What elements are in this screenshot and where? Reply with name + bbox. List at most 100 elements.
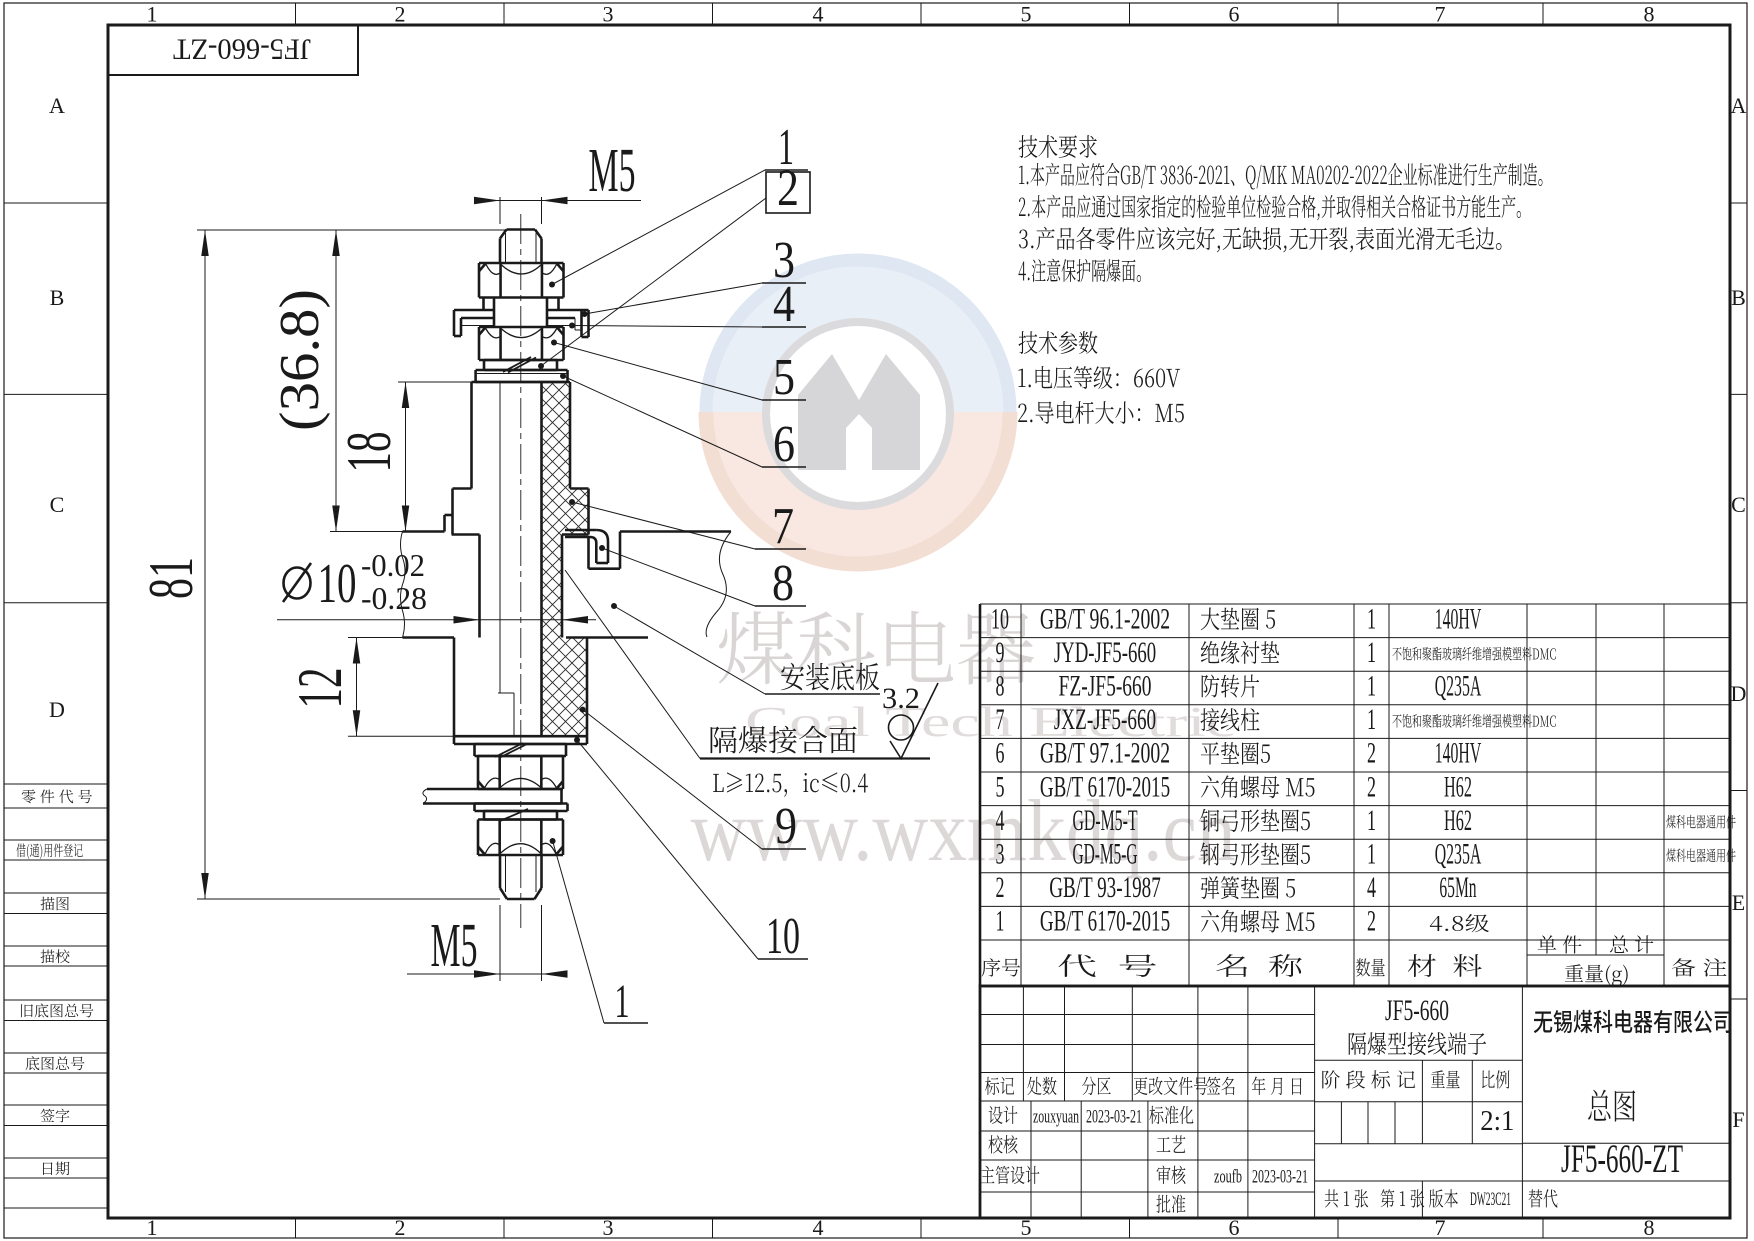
- balloon-10: 10: [766, 908, 800, 965]
- bom-qty: 2: [1367, 770, 1376, 803]
- revision-header: [1133, 1076, 1208, 1096]
- dim-ref-height: (36.8): [269, 289, 331, 431]
- revision-header: [985, 1076, 1015, 1095]
- bom-qty: 1: [1367, 804, 1376, 837]
- zone-right-B: B: [1731, 285, 1746, 310]
- bom-header-name: [1216, 954, 1302, 977]
- bom-material: [1392, 646, 1556, 661]
- zone-bottom-8: 8: [1644, 1215, 1655, 1240]
- revision-header: [1206, 1076, 1235, 1096]
- product-code: JF5-660: [1385, 994, 1449, 1027]
- bom-name: [1200, 909, 1315, 933]
- dim-diameter: 10: [318, 553, 357, 615]
- dim-bottom-thread: M5: [431, 912, 478, 980]
- revision-header: [1027, 1076, 1057, 1096]
- bom-no: 7: [996, 703, 1005, 736]
- zone-left-D: D: [49, 697, 65, 722]
- zone-left-B: B: [50, 285, 65, 310]
- drawing-number: JF5-660-ZT: [1561, 1136, 1683, 1181]
- bom-name: [1200, 640, 1280, 664]
- bom-no: 3: [996, 838, 1005, 871]
- bom-code: JXZ-JF5-660: [1054, 703, 1156, 736]
- bom-no: 10: [991, 602, 1009, 635]
- bom-material: 140HV: [1435, 602, 1482, 635]
- role-process: [1156, 1135, 1186, 1153]
- revision-header: [1081, 1076, 1111, 1096]
- zone-bottom-2: 2: [395, 1215, 406, 1240]
- bom-no: 9: [996, 636, 1005, 669]
- bom-no: 6: [996, 737, 1005, 770]
- product-name: [1348, 1031, 1487, 1055]
- tech-req-item: [1018, 194, 1521, 221]
- dim-dia-tol-upper: -0.02: [361, 547, 425, 583]
- zone-right-E: E: [1732, 890, 1745, 915]
- tech-req-item: [1018, 226, 1502, 253]
- tech-req-item: [1018, 258, 1141, 283]
- stage-mark-label: [1322, 1070, 1416, 1089]
- bom-name: [1200, 607, 1276, 631]
- view-title: [1588, 1089, 1636, 1122]
- margin-block-label: [40, 949, 70, 964]
- dim-upper-height: 18: [333, 432, 404, 473]
- company-name: [1533, 1009, 1731, 1034]
- revision-header: [1251, 1076, 1302, 1096]
- role-check: [988, 1135, 1018, 1154]
- zone-bottom-4: 4: [813, 1215, 824, 1240]
- margin-block-label: [25, 1056, 85, 1071]
- replace-label: [1528, 1189, 1558, 1208]
- zone-left-A: A: [49, 93, 65, 118]
- bom-qty: 1: [1367, 670, 1376, 703]
- roughness-value: 3.2: [882, 682, 920, 715]
- bom-material: Q235A: [1435, 838, 1482, 871]
- zone-right-D: D: [1731, 681, 1747, 706]
- design-date: 2023-03-21: [1086, 1107, 1142, 1128]
- margin-block-label: [16, 843, 83, 860]
- dim-top-thread: M5: [589, 137, 636, 205]
- zone-top-8: 8: [1644, 2, 1655, 27]
- balloon-8: 8: [772, 555, 794, 612]
- zone-right-C: C: [1731, 492, 1746, 517]
- role-approve: [1156, 1194, 1186, 1214]
- balloon-4: 4: [773, 276, 795, 333]
- zone-right-A: A: [1731, 93, 1747, 118]
- roughness-symbol: [887, 682, 939, 761]
- scale-label: [1482, 1070, 1510, 1089]
- balloon-6: 6: [773, 416, 795, 473]
- bom-material: 140HV: [1435, 737, 1482, 770]
- zone-bottom-3: 3: [603, 1215, 614, 1240]
- zone-bottom-7: 7: [1435, 1215, 1446, 1240]
- diameter-symbol: [281, 562, 313, 603]
- sheets-total: [1324, 1189, 1369, 1208]
- bom-qty: 1: [1367, 636, 1376, 669]
- bom-header-qty: [1356, 958, 1385, 977]
- audit-date: 2023-03-21: [1252, 1167, 1308, 1188]
- bom-header-remark: [1671, 958, 1727, 977]
- watermark-url: www.wxmkdq.cn: [691, 783, 1236, 880]
- bom-no: 5: [996, 770, 1005, 803]
- bom-no: 8: [996, 670, 1005, 703]
- balloon-bottom-1: 1: [615, 975, 630, 1028]
- bom-header-weight: [1564, 964, 1628, 987]
- tech-req-item: [1019, 162, 1543, 190]
- role-standard: [1149, 1105, 1194, 1125]
- bom-header-total: [1609, 935, 1654, 954]
- zone-left-C: C: [50, 492, 65, 517]
- bom-no: 2: [996, 871, 1005, 904]
- tech-param-title: [1018, 331, 1098, 354]
- bom-code: JYD-JF5-660: [1054, 636, 1156, 669]
- mounting-plate-label: [781, 662, 880, 691]
- dim-lower-height: 12: [284, 668, 355, 709]
- zone-right-F: F: [1732, 1107, 1744, 1132]
- audit-signature: zoufb: [1214, 1167, 1242, 1188]
- balloon-3: 3: [773, 232, 795, 289]
- stamp-rotated: JF5-660-ZT: [173, 33, 311, 66]
- zone-bottom-5: 5: [1021, 1215, 1032, 1240]
- margin-block-label: [40, 896, 69, 911]
- zone-top-7: 7: [1435, 2, 1446, 27]
- bom-qty: 1: [1367, 838, 1376, 871]
- bom-material: [1392, 713, 1556, 728]
- bom-material: Q235A: [1435, 670, 1482, 703]
- bom-material: H62: [1444, 770, 1472, 803]
